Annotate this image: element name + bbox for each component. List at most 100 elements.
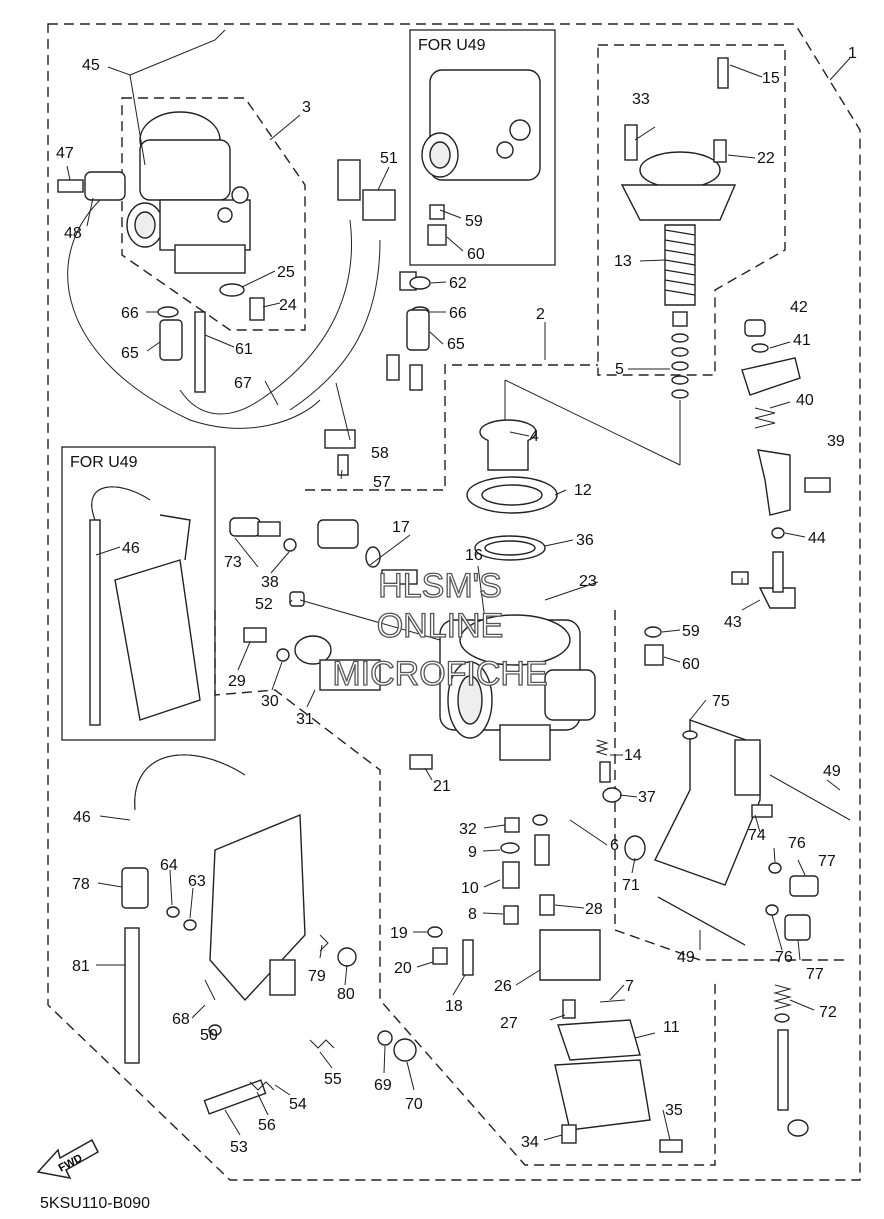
callout: 13 — [614, 253, 632, 270]
callout: 48 — [64, 225, 82, 242]
callout: 61 — [235, 341, 253, 358]
float-frame — [305, 364, 598, 491]
callout: 21 — [433, 778, 451, 795]
callout: 75 — [712, 693, 730, 710]
callout: 22 — [757, 150, 775, 167]
callout: 40 — [796, 392, 814, 409]
fwd-arrow: FWD — [36, 1138, 99, 1180]
callout: 57 — [373, 474, 391, 491]
callout: 28 — [585, 901, 603, 918]
inset-left-title: FOR U49 — [70, 454, 138, 471]
cap-assembly — [620, 57, 737, 465]
watermark: HLSM'S ONLINE MICROFICHE — [332, 566, 549, 693]
callout: 59 — [682, 623, 700, 640]
callout: 56 — [258, 1117, 276, 1134]
callout: 64 — [160, 857, 178, 874]
callout: 39 — [827, 433, 845, 450]
diagram-code: 5KSU110-B090 — [40, 1195, 150, 1212]
callout: 63 — [188, 873, 206, 890]
piston-diaphragm — [466, 419, 558, 561]
callout: 80 — [337, 986, 355, 1003]
callout: 60 — [682, 656, 700, 673]
callout: 66 — [121, 305, 139, 322]
callout: 79 — [308, 968, 326, 985]
callout: 37 — [638, 789, 656, 806]
callout: 5 — [615, 361, 624, 378]
throttle-linkage — [624, 719, 851, 946]
callout: 17 — [392, 519, 410, 536]
callout: 62 — [449, 275, 467, 292]
inset-left-content — [89, 486, 201, 726]
lower-frame — [214, 610, 716, 1166]
callout: 25 — [277, 264, 295, 281]
callout: 52 — [255, 596, 273, 613]
callout: 31 — [296, 711, 314, 728]
callout-numbers: 1 2 3 4 5 6 7 8 9 10 11 12 13 14 15 16 1… — [56, 45, 857, 1156]
watermark-line-3: MICROFICHE — [332, 655, 547, 693]
callout: 41 — [793, 332, 811, 349]
callout: 59 — [465, 213, 483, 230]
callout: 9 — [468, 844, 477, 861]
callout: 20 — [394, 960, 412, 977]
carburetor-small-illustration — [126, 111, 251, 274]
callout: 44 — [808, 530, 826, 547]
throttle-bracket-lower — [209, 813, 306, 1002]
callout: 49 — [823, 763, 841, 780]
callout: 55 — [324, 1071, 342, 1088]
main-carburetor-body — [439, 614, 596, 761]
callout: 49 — [677, 949, 695, 966]
callout: 58 — [371, 445, 389, 462]
callout: 15 — [762, 70, 780, 87]
callout: 78 — [72, 876, 90, 893]
callout: 16 — [465, 547, 483, 564]
callout: 10 — [461, 880, 479, 897]
callout: 4 — [530, 428, 539, 445]
callout: 53 — [230, 1139, 248, 1156]
callout: 3 — [302, 99, 311, 116]
fwd-label: FWD — [57, 1152, 85, 1174]
callout: 18 — [445, 998, 463, 1015]
callout: 27 — [500, 1015, 518, 1032]
inset-top-box — [409, 29, 556, 266]
callout: 33 — [632, 91, 650, 108]
callout: 36 — [576, 532, 594, 549]
callout: 26 — [494, 978, 512, 995]
callout: 71 — [622, 877, 640, 894]
callout: 29 — [228, 673, 246, 690]
callout: 14 — [624, 747, 642, 764]
callout: 47 — [56, 145, 74, 162]
callout: 77 — [818, 853, 836, 870]
callout: 34 — [521, 1134, 539, 1151]
callout: 1 — [848, 45, 857, 62]
callout: 23 — [579, 573, 597, 590]
inset-top-title: FOR U49 — [418, 37, 486, 54]
right-frame — [614, 610, 850, 961]
callout: 50 — [200, 1027, 218, 1044]
callout: 68 — [172, 1011, 190, 1028]
callout: 69 — [374, 1077, 392, 1094]
throttle-bracket — [731, 319, 831, 609]
callout: 24 — [279, 297, 297, 314]
main-assembly-frame — [47, 23, 861, 1181]
callout: 6 — [610, 837, 619, 854]
callout: 32 — [459, 821, 477, 838]
watermark-line-1: HLSM'S — [378, 567, 502, 605]
callout: 30 — [261, 693, 279, 710]
callout: 60 — [467, 246, 485, 263]
callout: 46 — [122, 540, 140, 557]
inset-left-box — [61, 446, 216, 741]
assembly-2-frame — [597, 44, 786, 376]
callout: 76 — [788, 835, 806, 852]
callout: 70 — [405, 1096, 423, 1113]
callout: 46 — [73, 809, 91, 826]
callout: 43 — [724, 614, 742, 631]
callout: 8 — [468, 906, 477, 923]
callout: 67 — [234, 375, 252, 392]
callout: 45 — [82, 57, 100, 74]
callout: 38 — [261, 574, 279, 591]
inset-top-carburetor — [421, 69, 541, 246]
callout: 35 — [665, 1102, 683, 1119]
callout: 65 — [447, 336, 465, 353]
callout: 12 — [574, 482, 592, 499]
